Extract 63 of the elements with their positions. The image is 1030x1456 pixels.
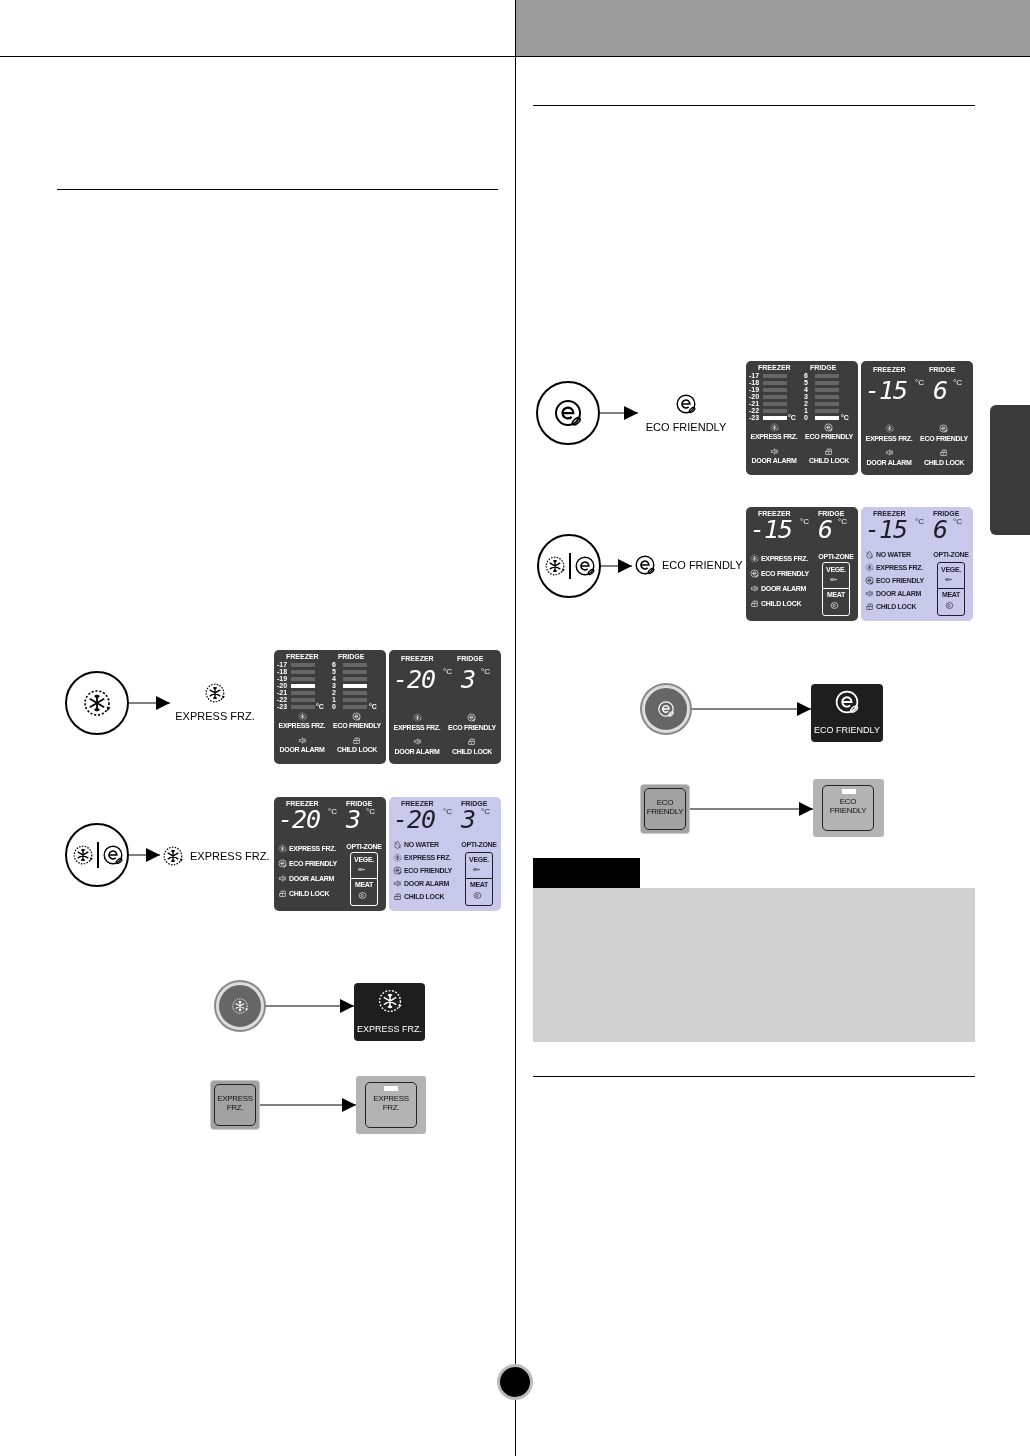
temperature-digits: -15 <box>865 517 908 542</box>
side-tab <box>990 405 1030 535</box>
degree-unit: °C <box>443 668 452 676</box>
control-button <box>65 823 129 887</box>
button-label: ECO FRIENDLY <box>645 798 685 817</box>
temperature-digits: 6 <box>933 378 948 403</box>
button-label: EXPRESS FRZ. <box>356 1024 423 1034</box>
display-button <box>354 983 425 1041</box>
temperature-digits: 6 <box>818 517 833 542</box>
degree-unit: °C <box>481 668 490 676</box>
degree-unit: °C <box>953 518 962 526</box>
arrow <box>599 406 639 420</box>
degree-unit: °C <box>915 518 924 526</box>
arrow <box>689 702 812 716</box>
degree-unit: °C <box>915 379 924 387</box>
button-label: ECO FRIENDLY <box>813 725 881 735</box>
display-panel <box>389 797 501 911</box>
degree-unit: °C <box>366 808 375 816</box>
control-button <box>536 381 600 445</box>
function-label: ECO FRIENDLY <box>662 559 743 571</box>
control-button <box>537 534 601 598</box>
display-panel <box>861 507 973 621</box>
arrow <box>688 802 814 816</box>
temperature-digits: 3 <box>461 807 476 832</box>
control-button <box>813 779 884 837</box>
degree-unit: °C <box>800 518 809 526</box>
display-panel <box>746 507 858 621</box>
degree-unit: °C <box>481 808 490 816</box>
note-heading-bar <box>533 858 640 888</box>
arrow <box>600 559 633 573</box>
display-panel <box>746 361 858 475</box>
temperature-digits: -20 <box>278 807 321 832</box>
degree-unit: °C <box>328 808 337 816</box>
display-button <box>811 684 883 742</box>
temperature-digits: 3 <box>346 807 361 832</box>
arrow <box>263 999 355 1013</box>
degree-unit: °C <box>443 808 452 816</box>
arrow <box>258 1098 357 1112</box>
temperature-digits: 6 <box>933 517 948 542</box>
button-label: EXPRESS FRZ. <box>216 1094 254 1113</box>
button-label: EXPRESS FRZ. <box>372 1094 410 1113</box>
display-panel <box>274 650 386 764</box>
control-button <box>356 1076 426 1134</box>
function-label: EXPRESS FRZ. <box>174 710 256 722</box>
control-button <box>216 982 264 1030</box>
arrow <box>128 848 161 862</box>
degree-unit: °C <box>838 518 847 526</box>
degree-unit: °C <box>953 379 962 387</box>
display-panel <box>389 650 501 764</box>
function-label: EXPRESS FRZ. <box>190 850 270 862</box>
temperature-digits: -15 <box>865 378 908 403</box>
temperature-digits: -15 <box>750 517 793 542</box>
arrow <box>128 696 171 710</box>
display-panel <box>274 797 386 911</box>
display-panel <box>861 361 973 475</box>
control-button <box>642 685 690 733</box>
note-box <box>533 888 975 1042</box>
button-label: ECO FRIENDLY <box>828 797 868 816</box>
control-button <box>65 671 129 735</box>
function-label: ECO FRIENDLY <box>644 421 728 433</box>
temperature-digits: -20 <box>393 667 436 692</box>
temperature-digits: 3 <box>461 667 476 692</box>
temperature-digits: -20 <box>393 807 436 832</box>
